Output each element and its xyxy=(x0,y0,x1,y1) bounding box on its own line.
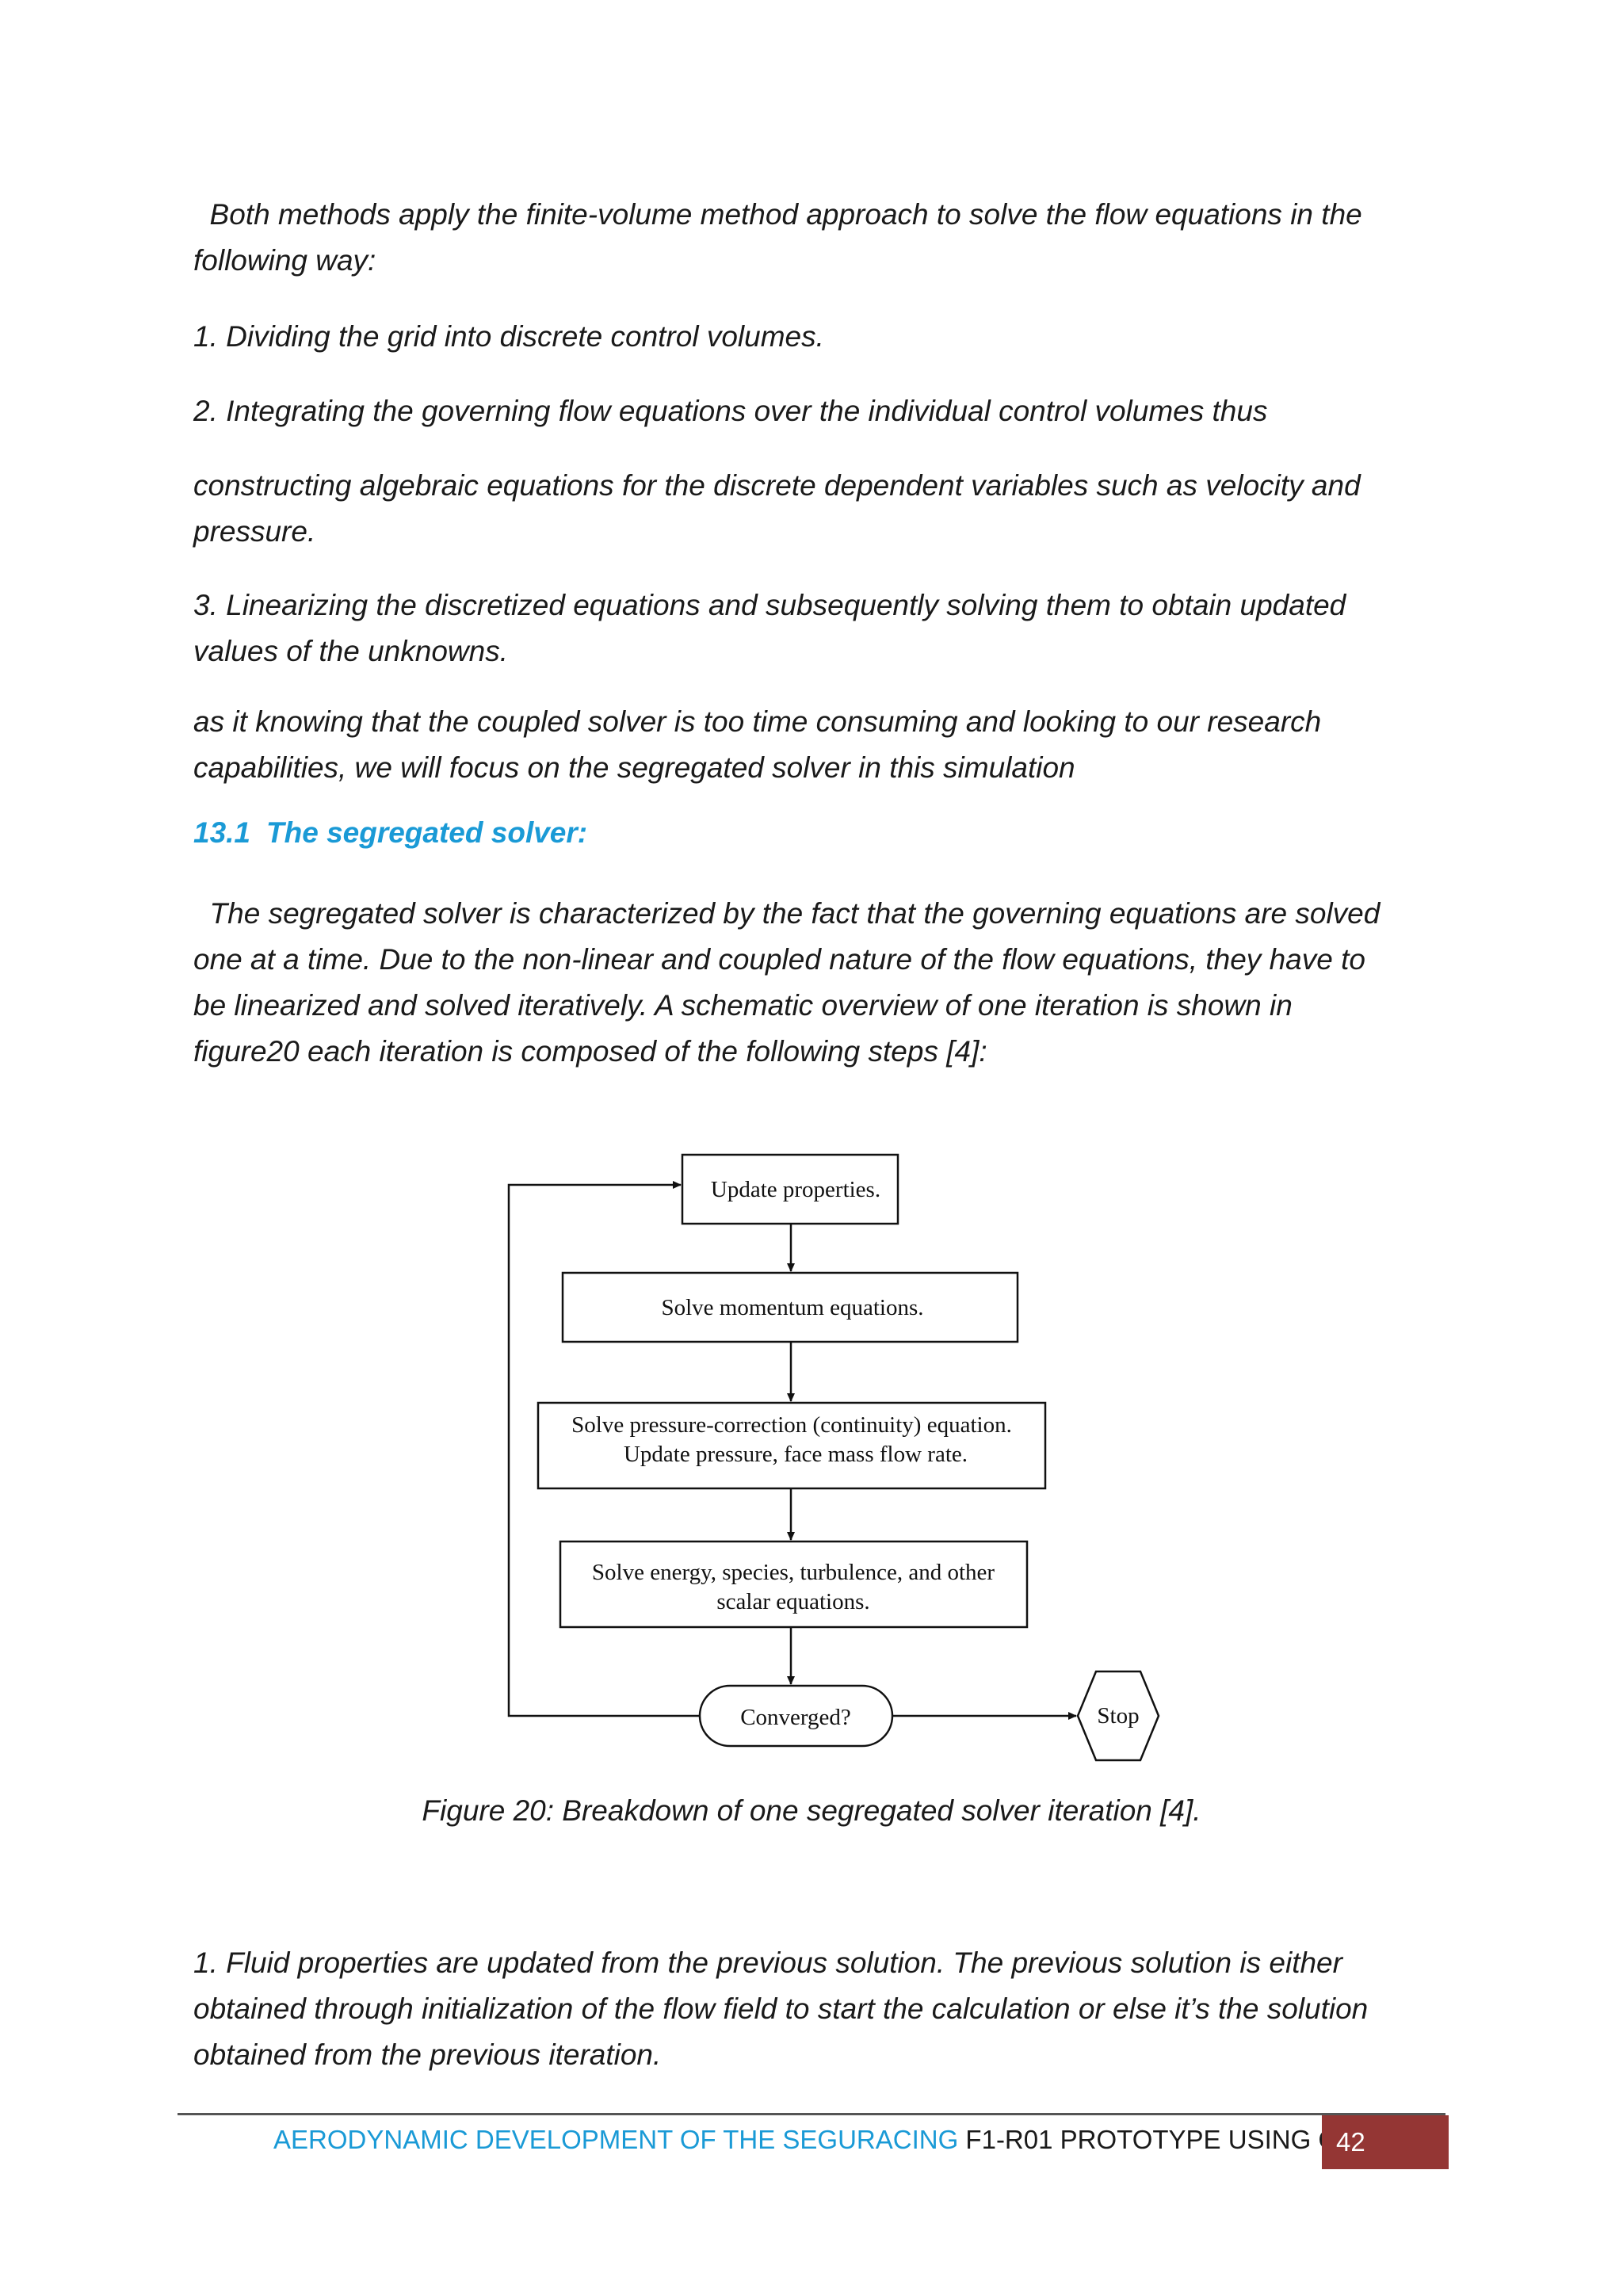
step-3-line-2: values of the unknowns. xyxy=(193,635,508,667)
seg-line-4: figure20 each iteration is composed of t… xyxy=(193,1035,987,1068)
stop-label: Stop xyxy=(1097,1703,1139,1729)
step-2: 2. Integrating the governing flow equati… xyxy=(193,395,1268,427)
section-number: 13.1 xyxy=(193,816,251,849)
solver-note: as it knowing that the coupled solver is… xyxy=(193,699,1445,791)
step-3: 3. Linearizing the discretized equations… xyxy=(193,583,1445,674)
seg-line-1: The segregated solver is characterized b… xyxy=(193,897,1381,930)
intro-line-1: Both methods apply the finite-volume met… xyxy=(193,198,1362,231)
pressure-label-line-2: Update pressure, face mass flow rate. xyxy=(624,1442,968,1467)
page-number-badge: 42 xyxy=(1322,2115,1449,2169)
fluid-line-1: 1. Fluid properties are updated from the… xyxy=(193,1946,1342,1979)
fluid-line-3: obtained from the previous iteration. xyxy=(193,2038,662,2071)
momentum-label: Solve momentum equations. xyxy=(661,1295,923,1320)
step-3-line-1: 3. Linearizing the discretized equations… xyxy=(193,589,1346,621)
intro-paragraph: Both methods apply the finite-volume met… xyxy=(193,192,1445,284)
step-1: 1. Dividing the grid into discrete contr… xyxy=(193,320,824,353)
energy-label-line-1: Solve energy, species, turbulence, and o… xyxy=(592,1560,995,1585)
seg-line-3: be linearized and solved iteratively. A … xyxy=(193,989,1293,1022)
solver-flowchart: Update properties. Solve momentum equati… xyxy=(507,1153,1160,1762)
intro-line-2: following way: xyxy=(193,244,376,277)
note-line-1: as it knowing that the coupled solver is… xyxy=(193,705,1322,738)
figure-caption: Figure 20: Breakdown of one segregated s… xyxy=(422,1794,1201,1827)
footer-title: AERODYNAMIC DEVELOPMENT OF THE SEGURACIN… xyxy=(273,2124,1372,2156)
energy-box xyxy=(559,1540,1029,1629)
segregated-paragraph: The segregated solver is characterized b… xyxy=(193,891,1445,1075)
update-properties-label: Update properties. xyxy=(711,1177,880,1202)
step-2b-line-1: constructing algebraic equations for the… xyxy=(193,469,1361,502)
footer-title-blue: AERODYNAMIC DEVELOPMENT OF THE SEGURACIN… xyxy=(273,2125,959,2154)
note-line-2: capabilities, we will focus on the segre… xyxy=(193,751,1075,784)
footer-divider xyxy=(178,2113,1445,2115)
section-heading: 13.1 The segregated solver: xyxy=(193,816,587,850)
seg-line-2: one at a time. Due to the non-linear and… xyxy=(193,943,1365,976)
fluid-line-2: obtained through initialization of the f… xyxy=(193,1992,1369,2025)
footer-title-dark: F1-R01 PROTOTYPE USING CFD xyxy=(958,2125,1373,2154)
section-title: The segregated solver: xyxy=(266,816,588,849)
fluid-properties-paragraph: 1. Fluid properties are updated from the… xyxy=(193,1940,1445,2078)
energy-label-line-2: scalar equations. xyxy=(716,1589,869,1614)
step-2b-line-2: pressure. xyxy=(193,515,316,548)
stop-terminal xyxy=(1076,1670,1160,1762)
converged-label: Converged? xyxy=(740,1705,851,1730)
step-2-continuation: constructing algebraic equations for the… xyxy=(193,463,1445,555)
pressure-label-line-1: Solve pressure-correction (continuity) e… xyxy=(571,1412,1012,1438)
arrow-loop-back xyxy=(507,1181,700,1717)
